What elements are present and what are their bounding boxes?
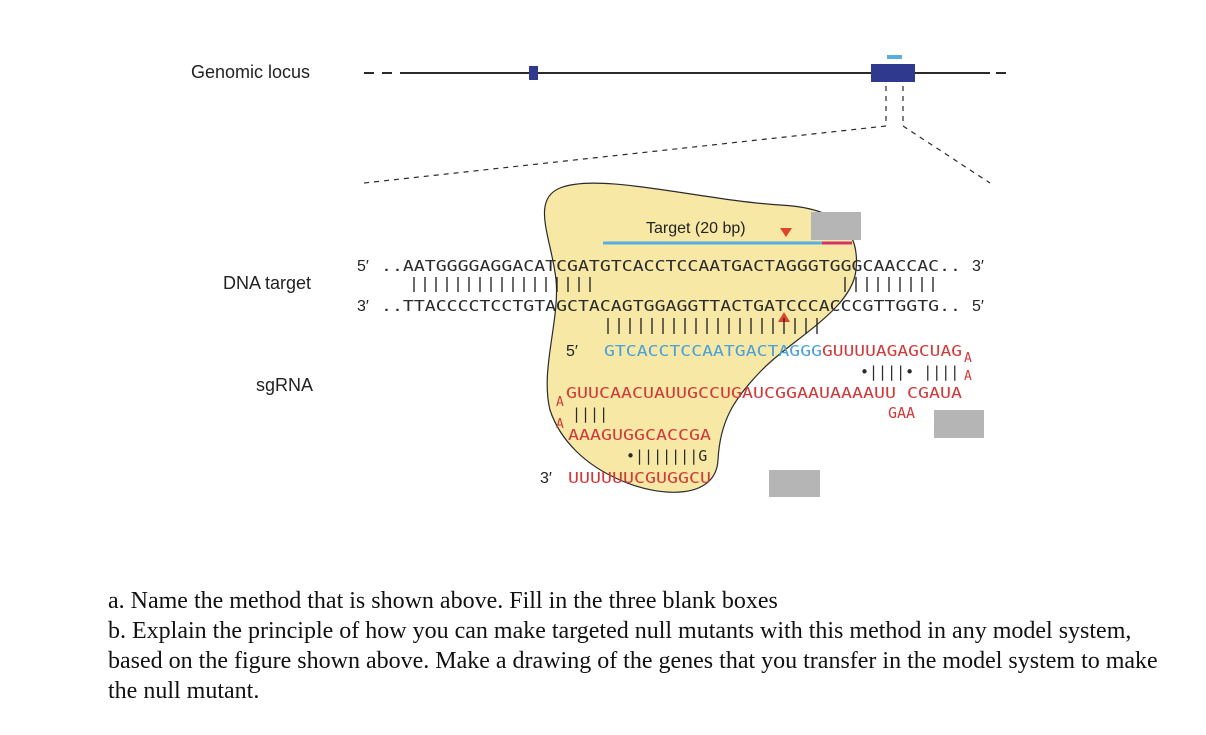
sgrna-antirepeat-sequence: GUUCAACUAUUGCCUGAUCGGAAUAAAAUU CGAUA xyxy=(566,384,962,402)
blank-box-1 xyxy=(811,212,861,240)
dna-target-label: DNA target xyxy=(223,273,311,293)
cas9-protein-shape xyxy=(543,182,858,493)
cut-marker-bottom xyxy=(778,312,790,322)
dna-bottom-5prime: 5′ xyxy=(972,298,984,315)
question-a: a. Name the method that is shown above. … xyxy=(108,588,778,614)
genomic-locus-label: Genomic locus xyxy=(191,62,310,82)
dna-bottom-3prime: 3′ xyxy=(357,298,369,315)
sgrna-stem-pairs-2: |||| xyxy=(572,405,608,423)
sgrna-loop-a-2: A xyxy=(964,369,972,384)
question-block: a. Name the method that is shown above. … xyxy=(108,586,1178,706)
blank-box-3 xyxy=(769,470,820,497)
sgrna-5prime: 5′ xyxy=(566,343,578,360)
sgrna-stem-loop-sequence: AAAGUGGCACCGA xyxy=(568,426,711,444)
sgrna-spacer-sequence: GTCACCTCCAATGACTAGGG xyxy=(604,342,822,360)
dna-bottom-sequence: ..TTACCCCTCCTGTAGCTACAGTGGAGGTTACTGATCCC… xyxy=(381,297,961,315)
sgrna-dna-pair-ticks xyxy=(607,318,818,334)
exon-target xyxy=(871,64,915,82)
crispr-figure: Genomic locus Target (20 bp) DNA target … xyxy=(191,55,1006,497)
dna-top-3prime: 3′ xyxy=(972,258,984,275)
blank-box-2 xyxy=(934,410,984,438)
dna-basepair-ticks-left xyxy=(413,277,591,292)
sgrna-bulge-a-top: A xyxy=(556,395,564,410)
sgrna-stem-pairs-3: •|||||||G xyxy=(626,447,707,465)
question-b: b. Explain the principle of how you can … xyxy=(108,618,1158,704)
sgrna-terminator-sequence: UUUUUUCGUGGCU xyxy=(568,469,711,487)
sgrna-repeat-sequence: GUUUUAGAGCUAG xyxy=(822,342,962,360)
sgrna-stem-pairs-1: •||||• |||| xyxy=(860,363,959,381)
sgrna-label: sgRNA xyxy=(256,375,313,395)
sgrna-bulge-a-bottom: A xyxy=(556,417,564,432)
exon-small xyxy=(529,66,538,80)
sgrna-loop-a-1: A xyxy=(964,351,972,366)
dna-top-sequence: ..AATGGGGAGGACATCGATGTCACCTCCAATGACTAGGG… xyxy=(381,257,961,275)
cut-marker-top xyxy=(780,228,792,237)
zoom-lines xyxy=(363,86,991,184)
target-label: Target (20 bp) xyxy=(646,220,746,237)
sgrna-loop-gaa: GAA xyxy=(888,404,915,422)
target-site-marker xyxy=(887,55,902,59)
sgrna-3prime: 3′ xyxy=(540,470,552,487)
dna-basepair-ticks-right xyxy=(844,277,934,292)
dna-top-5prime: 5′ xyxy=(357,258,369,275)
